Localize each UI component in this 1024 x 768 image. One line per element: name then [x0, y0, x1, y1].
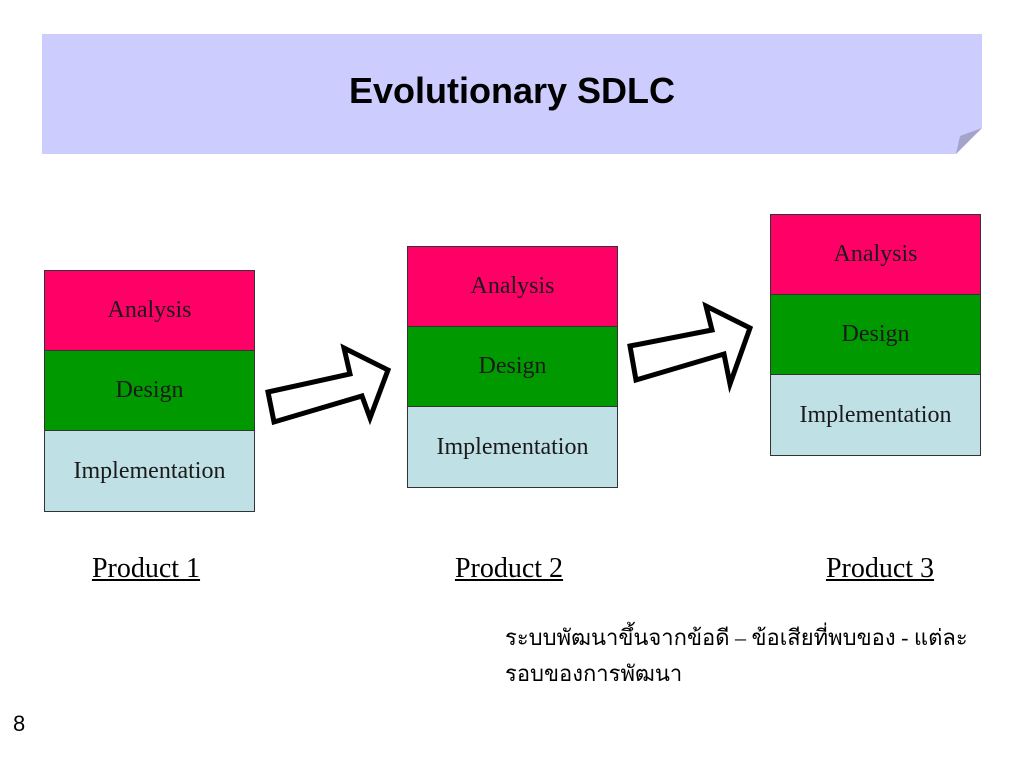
page-number: 8	[13, 711, 26, 736]
product-2-label: Product 2	[454, 553, 564, 584]
product-1-design-stage: Design	[45, 351, 254, 431]
product-3-stack: Analysis Design Implementation	[770, 214, 981, 456]
product-3-analysis-stage: Analysis	[771, 215, 980, 295]
arrow-2-to-3-icon	[627, 301, 754, 394]
product-2-implementation-stage: Implementation	[408, 407, 617, 487]
product-3-design-stage: Design	[771, 295, 980, 375]
thai-note: ระบบพัฒนาขึ้นจากข้อดี – ข้อเสียที่พบของ …	[505, 625, 968, 686]
product-2-design-stage: Design	[408, 327, 617, 407]
product-1-stack: Analysis Design Implementation	[44, 270, 255, 512]
slide-title: Evolutionary SDLC	[348, 70, 676, 111]
product-2-stack: Analysis Design Implementation	[407, 246, 618, 488]
product-3-label: Product 3	[825, 553, 935, 584]
arrow-1-to-2-icon	[265, 343, 392, 426]
title-banner	[42, 34, 982, 154]
product-1-implementation-stage: Implementation	[45, 431, 254, 511]
product-2-analysis-stage: Analysis	[408, 247, 617, 327]
banner-fold-corner	[956, 128, 982, 154]
product-3-implementation-stage: Implementation	[771, 375, 980, 455]
product-1-label: Product 1	[91, 553, 201, 584]
product-1-analysis-stage: Analysis	[45, 271, 254, 351]
